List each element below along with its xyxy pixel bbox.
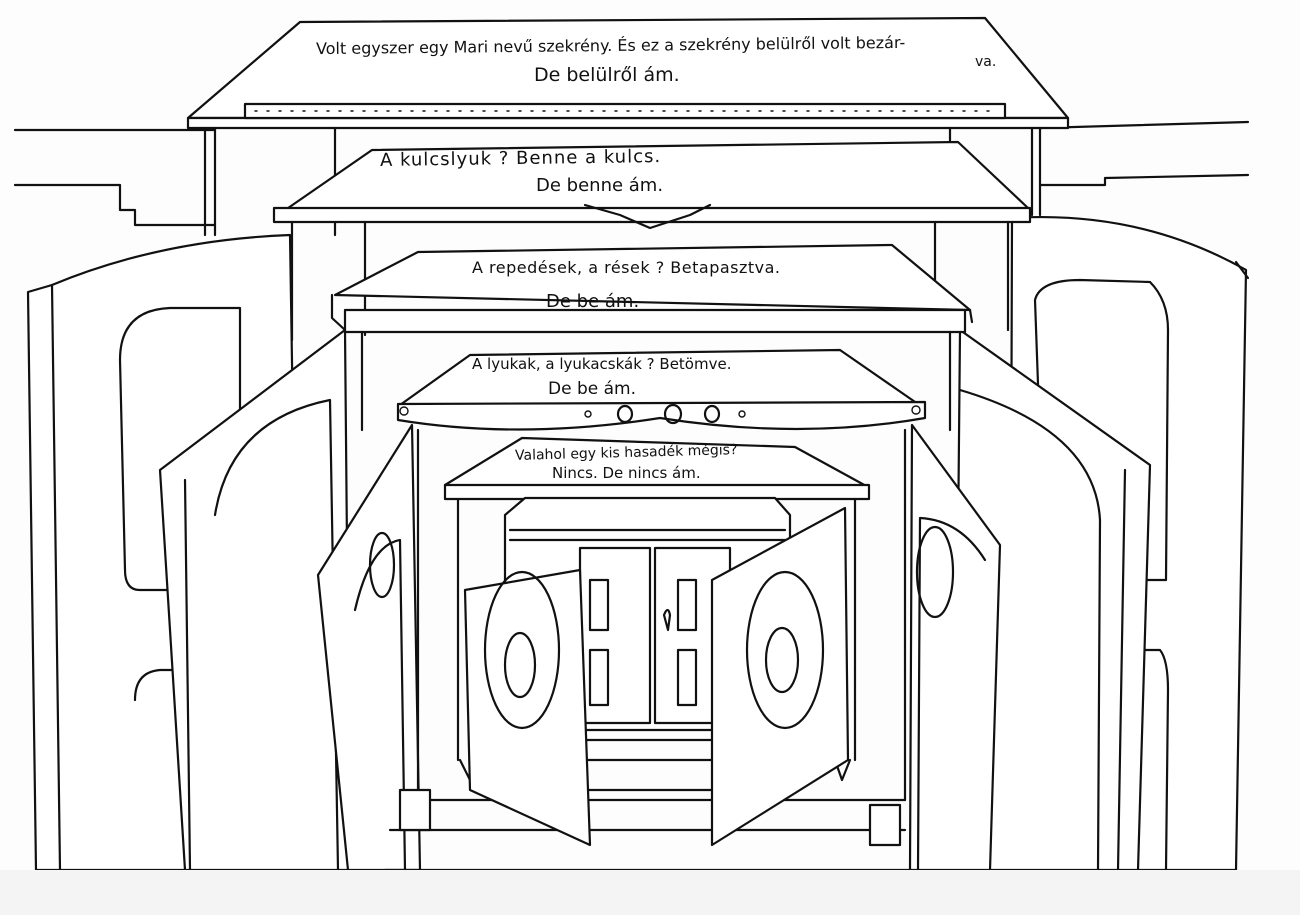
wardrobe-level-2	[158, 140, 1152, 872]
caption-level-4-line-2: De be ám.	[548, 379, 636, 399]
caption-level-2-line-1: A kulcslyuk ? Benne a kulcs.	[379, 146, 662, 171]
scan-margin	[0, 870, 1300, 915]
wardrobe-level-5	[443, 436, 871, 847]
caption-level-5-line-2: Nincs. De nincs ám.	[552, 464, 701, 482]
caption-level-2-line-2: De benne ám.	[536, 175, 664, 196]
caption-level-1-line-2: De belülről ám.	[534, 64, 680, 86]
caption-level-4-line-1: A lyukak, a lyukacskák ? Betömve.	[472, 355, 732, 373]
caption-level-1-line-1-tail: va.	[975, 54, 997, 70]
caption-level-3-line-1: A repedések, a rések ? Betapasztva.	[472, 258, 781, 277]
wardrobe-level-3	[316, 243, 1002, 872]
caption-level-3-line-2: De be ám.	[546, 291, 640, 312]
wardrobe-level-4	[383, 348, 927, 872]
